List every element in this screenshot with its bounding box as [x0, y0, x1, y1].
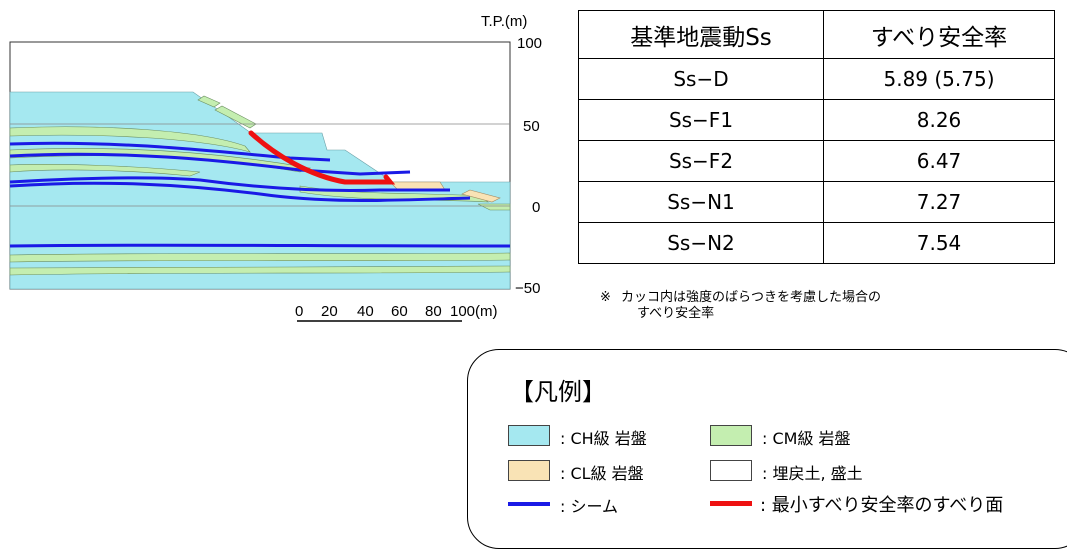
seam-line	[9, 181, 471, 202]
scale-tick: 20	[321, 303, 338, 320]
cl-rock-swatch	[508, 460, 550, 481]
table-row: Ss−N2 7.54	[578, 222, 1055, 264]
header-safety-factor: すべり安全率	[823, 10, 1055, 59]
table-row: Ss−F1 8.26	[578, 99, 1055, 141]
legend-label: : CM級 岩盤	[762, 429, 851, 448]
seam-line-swatch	[508, 502, 550, 506]
row-name: Ss−D	[578, 58, 824, 100]
table-row: Ss−D 5.89 (5.75)	[578, 58, 1055, 100]
row-value: 7.54	[823, 222, 1055, 264]
axis-tick-minus50: −50	[515, 280, 540, 297]
cl-rock-layers	[389, 181, 501, 203]
row-value: 5.89 (5.75)	[823, 58, 1055, 100]
scale-tick: 40	[357, 303, 374, 320]
axis-tick-0: 0	[532, 199, 540, 216]
fill-soil-swatch	[710, 460, 752, 481]
header-ground-motion: 基準地震動Ss	[578, 10, 824, 59]
legend-label: : シーム	[560, 497, 618, 516]
scale-tick: 80	[425, 303, 442, 320]
row-value: 7.27	[823, 181, 1055, 223]
legend-box: 【凡例】 : CH級 岩盤 : CM級 岩盤 : CL級 岩盤 : 埋戻土, 盛…	[467, 349, 1067, 549]
row-value: 6.47	[823, 140, 1055, 182]
legend-label: : CL級 岩盤	[560, 464, 644, 483]
scale-tick: 0	[295, 303, 303, 320]
axis-unit-label: T.P.(m)	[481, 13, 527, 30]
seam-lines	[9, 141, 511, 248]
legend-label: : 埋戻土, 盛土	[762, 464, 863, 483]
table-row: Ss−F2 6.47	[578, 140, 1055, 182]
safety-factor-table: 基準地震動Ss すべり安全率 Ss−D 5.89 (5.75) Ss−F1 8.…	[578, 10, 1055, 264]
axis-tick-50: 50	[523, 118, 540, 135]
seam-line	[9, 243, 511, 248]
footnote: ※ カッコ内は強度のばらつきを考慮した場合の すべり安全率	[600, 290, 881, 322]
note-mark: ※	[600, 290, 611, 305]
note-line2: すべり安全率	[637, 306, 715, 321]
row-value: 8.26	[823, 99, 1055, 141]
table-header-row: 基準地震動Ss すべり安全率	[578, 10, 1055, 59]
row-name: Ss−N1	[578, 181, 824, 223]
scale-tick: 60	[391, 303, 408, 320]
cross-section-diagram: T.P.(m) 100 50 0 −50 0 20 40 60 80 100(m…	[9, 13, 542, 322]
seam-line	[9, 152, 411, 176]
seam-line	[9, 176, 450, 192]
legend-label: : 最小すべり安全率のすべり面	[760, 495, 1004, 516]
horizontal-scale: 0 20 40 60 80 100(m)	[295, 303, 498, 322]
row-name: Ss−N2	[578, 222, 824, 264]
slip-line-swatch	[710, 501, 752, 506]
seam-line	[9, 141, 331, 162]
axis-tick-100: 100	[517, 35, 542, 52]
cm-rock-swatch	[710, 425, 752, 446]
legend-title: 【凡例】	[510, 378, 606, 406]
row-name: Ss−F1	[578, 99, 824, 141]
scale-tick: 100(m)	[450, 303, 498, 320]
slip-surface-line	[248, 130, 396, 185]
ch-rock-swatch	[508, 425, 550, 446]
legend-label: : CH級 岩盤	[560, 429, 647, 448]
table-row: Ss−N1 7.27	[578, 181, 1055, 223]
row-name: Ss−F2	[578, 140, 824, 182]
note-line1: カッコ内は強度のばらつきを考慮した場合の	[621, 290, 882, 305]
